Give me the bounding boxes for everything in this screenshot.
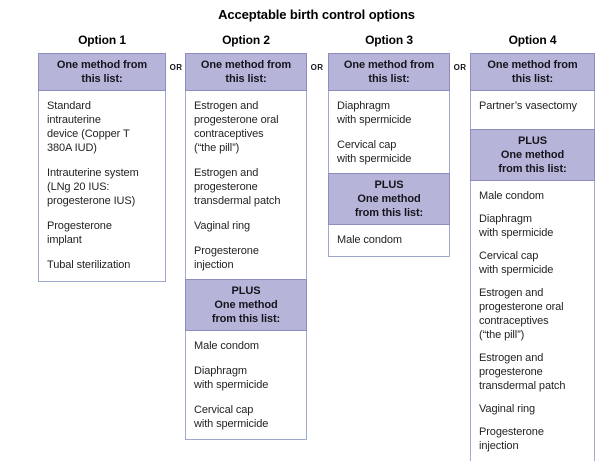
list-item: Diaphragm with spermicide — [479, 213, 554, 239]
list-item: Vaginal ring — [479, 403, 536, 415]
list-item: Diaphragm with spermicide — [194, 365, 269, 391]
list-item: Cervical cap with spermicide — [337, 139, 412, 165]
section-header-one-method: One method from this list: — [38, 53, 166, 91]
list-item: Intrauterine system (LNg 20 IUS: progest… — [47, 167, 139, 207]
list-item: Diaphragm with spermicide — [337, 100, 412, 126]
option-box-4: One method from this list: Partner’s vase… — [470, 53, 595, 461]
option-box-1: One method from this list: Standard intra… — [38, 53, 166, 282]
method-list: Estrogen and progesterone oral contracep… — [186, 91, 306, 280]
or-connector-1: OR — [169, 63, 183, 72]
list-item: Standard intrauterine device (Copper T 3… — [47, 100, 130, 154]
section-header-one-method: One method from this list: — [470, 53, 595, 91]
list-item: Estrogen and progesterone transdermal pa… — [479, 352, 566, 392]
section-header-plus: PLUS One method from this list: — [328, 173, 450, 225]
option-label-1: Option 1 — [78, 33, 126, 47]
list-item: Cervical cap with spermicide — [194, 404, 269, 430]
or-connector-2: OR — [310, 63, 324, 72]
option-column-2: Option 2 One method from this list: Estrog… — [185, 33, 307, 440]
option-box-2: One method from this list: Estrogen and p… — [185, 53, 307, 440]
or-connector-3: OR — [453, 63, 467, 72]
option-label-4: Option 4 — [508, 33, 557, 47]
list-item: Cervical cap with spermicide — [479, 250, 554, 276]
option-label-2: Option 2 — [222, 33, 270, 47]
list-item: Partner’s vasectomy — [479, 100, 577, 112]
list-item: Vaginal ring — [194, 220, 251, 232]
list-item: Progesterone injection — [479, 426, 544, 452]
list-item: Progesterone injection — [194, 245, 259, 271]
section-header-plus: PLUS One method from this list: — [185, 279, 307, 331]
section-header-one-method: One method from this list: — [185, 53, 307, 91]
option-column-4: Option 4 One method from this list: Partne… — [470, 33, 595, 461]
list-item: Progesterone implant — [47, 220, 112, 246]
list-item: Male condom — [337, 234, 402, 246]
list-item: Estrogen and progesterone oral contracep… — [479, 287, 564, 341]
figure-title: Acceptable birth control options — [218, 7, 415, 22]
option-column-1: Option 1 One method from this list: Standa… — [38, 33, 166, 282]
method-list: Partner’s vasectomy — [471, 91, 594, 130]
section-header-plus: PLUS One method from this list: — [470, 129, 595, 181]
list-item: Male condom — [194, 340, 259, 352]
method-list: Male condom — [329, 225, 449, 255]
option-label-3: Option 3 — [365, 33, 413, 47]
option-box-3: One method from this list:Diaphragm with… — [328, 53, 450, 257]
list-item: Estrogen and progesterone oral contracep… — [194, 100, 279, 154]
section-header-one-method: One method from this list: — [328, 53, 450, 91]
list-item: Tubal sterilization — [47, 259, 131, 271]
list-item: Estrogen and progesterone transdermal pa… — [194, 167, 281, 207]
list-item: Male condom — [479, 190, 544, 202]
method-list: Standard intrauterine device (Copper T 3… — [39, 91, 165, 280]
